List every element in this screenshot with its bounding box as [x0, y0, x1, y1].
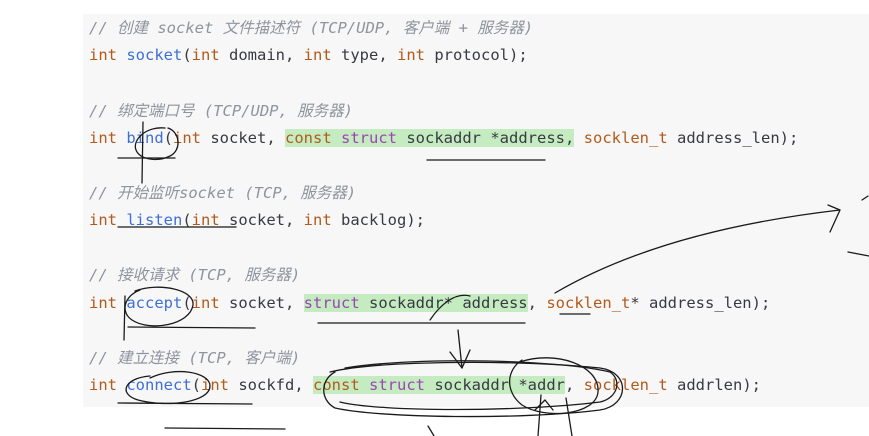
param-name: addrlen);	[667, 376, 761, 394]
param-type: int	[303, 211, 332, 229]
comment-socket: // 创建 socket 文件描述符 (TCP/UDP, 客户端 + 服务器)	[89, 19, 534, 37]
ink-stroke-bottom-mid	[427, 425, 435, 436]
highlighted-param: const struct sockaddr *addr	[313, 376, 565, 394]
struct-keyword: struct	[341, 129, 398, 147]
paren: (	[182, 294, 192, 312]
param-type: int	[201, 376, 229, 394]
struct-keyword: struct	[303, 294, 360, 312]
function-name-connect: connect	[126, 376, 192, 394]
return-type: int	[89, 211, 127, 229]
code-line-listen: int listen(int socket, int backlog);	[89, 209, 425, 231]
param-name: socket,	[219, 294, 304, 312]
param-name: backlog);	[331, 211, 425, 229]
code-line-socket: int socket(int domain, int type, int pro…	[89, 44, 528, 66]
param-type: socklen_t	[583, 376, 668, 394]
const-keyword: const	[313, 376, 360, 394]
return-type: int	[89, 129, 127, 147]
space	[332, 129, 341, 147]
const-keyword: const	[285, 129, 332, 147]
param-type: int	[191, 46, 220, 64]
paren: (	[163, 129, 173, 147]
separator: ,	[527, 294, 547, 312]
param-name: address_len);	[667, 129, 799, 147]
param-type: socklen_t	[546, 294, 631, 312]
param-type: int	[191, 211, 220, 229]
highlighted-param: struct sockaddr* address	[303, 294, 528, 312]
param-name: sockaddr *address,	[397, 129, 575, 147]
comment-listen: // 开始监听socket (TCP, 服务器)	[89, 184, 357, 202]
paren: (	[182, 211, 192, 229]
paren: (	[191, 376, 201, 394]
space	[574, 129, 583, 147]
param-name: protocol);	[425, 46, 528, 64]
space	[360, 376, 369, 394]
separator: ,	[565, 376, 584, 394]
code-line-bind: int bind(int socket, const struct sockad…	[89, 127, 798, 149]
struct-keyword: struct	[369, 376, 426, 394]
param-name: domain,	[219, 46, 304, 64]
paren: (	[182, 46, 192, 64]
param-name: * address_len);	[630, 294, 771, 312]
comment-connect: // 建立连接 (TCP, 客户端)	[89, 349, 301, 367]
param-name: sockaddr* address	[359, 294, 528, 312]
param-name: type,	[331, 46, 397, 64]
param-type: socklen_t	[583, 129, 668, 147]
param-type: int	[173, 129, 201, 147]
param-name: socket,	[201, 129, 285, 147]
param-name: sockfd,	[229, 376, 313, 394]
param-type: int	[191, 294, 220, 312]
code-line-accept: int accept(int socket, struct sockaddr* …	[89, 292, 770, 314]
function-name-listen: listen	[126, 211, 183, 229]
param-type: int	[303, 46, 332, 64]
highlighted-param: const struct sockaddr *address,	[285, 129, 575, 147]
function-name-socket: socket	[126, 46, 183, 64]
param-type: int	[397, 46, 425, 64]
comment-accept: // 接收请求 (TCP, 服务器)	[89, 266, 301, 284]
function-name-accept: accept	[126, 294, 183, 312]
return-type: int	[89, 376, 127, 394]
function-name-bind: bind	[126, 129, 164, 147]
return-type: int	[89, 46, 127, 64]
ink-bottom-stroke	[164, 427, 286, 430]
comment-bind: // 绑定端口号 (TCP/UDP, 服务器)	[89, 102, 353, 120]
param-name: sockaddr *addr	[425, 376, 565, 394]
return-type: int	[89, 294, 127, 312]
code-line-connect: int connect(int sockfd, const struct soc…	[89, 374, 761, 396]
param-name: socket,	[219, 211, 304, 229]
